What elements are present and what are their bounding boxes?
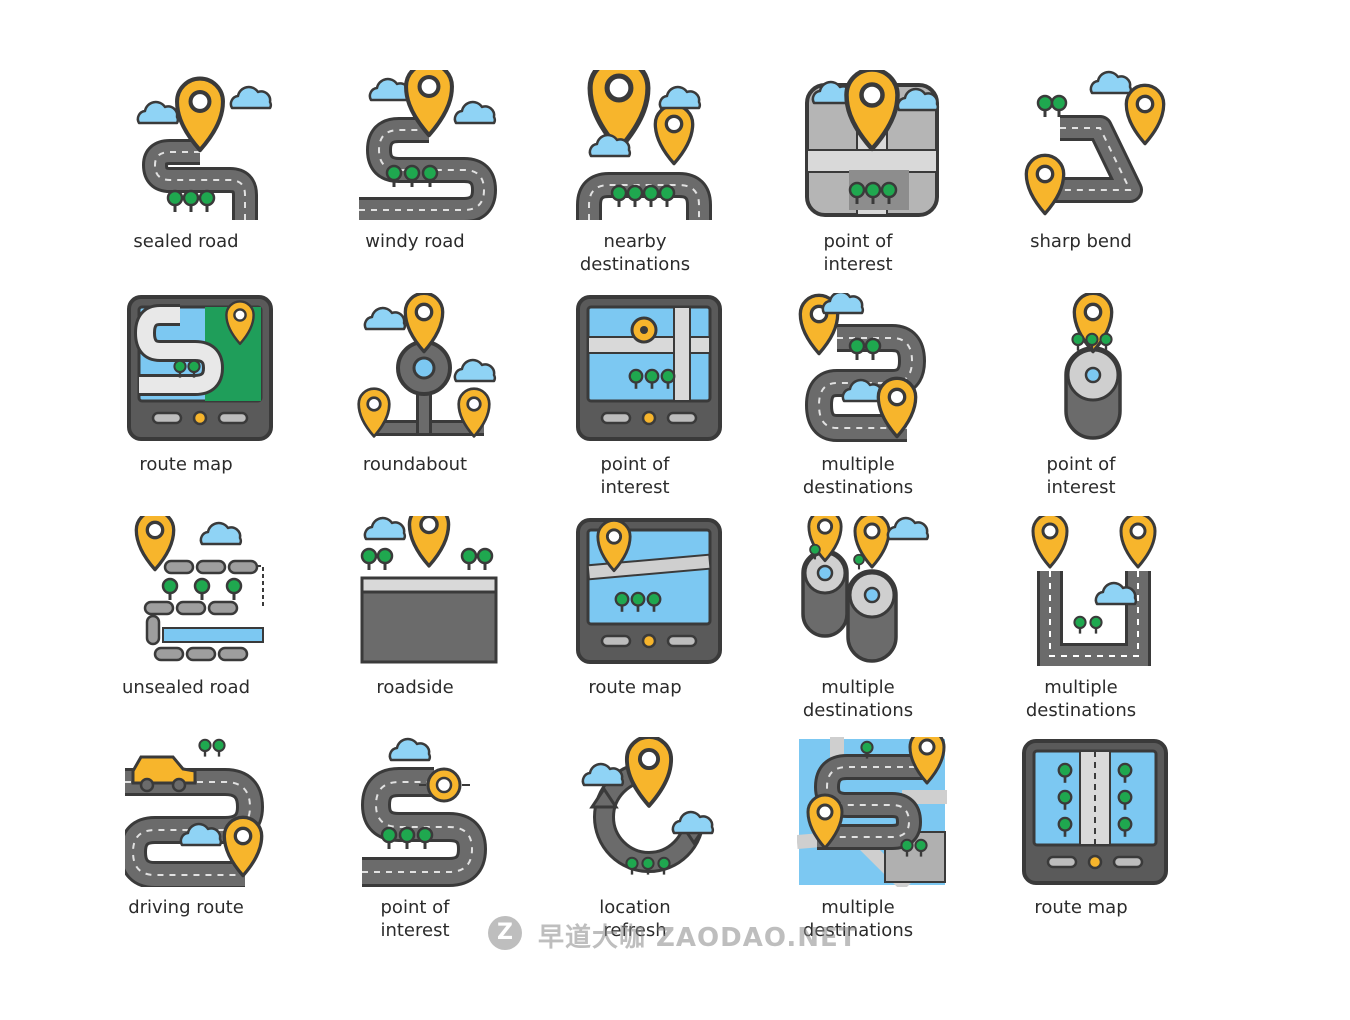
icon-label: location refresh <box>599 897 671 941</box>
icon-label: point of interest <box>600 454 670 498</box>
route-map-device-icon <box>574 516 724 666</box>
icon-tile: point of interest <box>747 67 967 280</box>
icon-tile: point of interest <box>970 291 1190 503</box>
icon-tile: point of interest <box>524 293 744 503</box>
icon-tile: route map <box>524 516 744 726</box>
icon-label: point of interest <box>380 897 450 941</box>
icon-label: driving route <box>128 897 244 918</box>
icon-tile: route map <box>970 737 1190 947</box>
sharp-bend-icon <box>1020 70 1170 220</box>
icon-tile: location refresh <box>524 734 744 947</box>
sealed-road-icon <box>125 70 275 220</box>
multiple-destinations-u-turn-icon <box>1020 512 1170 669</box>
icon-tile: multiple destinations <box>747 290 967 503</box>
watermark-text: 早道大咖 ZAODAO.NET <box>538 923 858 953</box>
point-of-interest-tablet-icon <box>574 293 724 443</box>
icon-label: sharp bend <box>1030 231 1132 252</box>
icon-label: roundabout <box>362 454 468 475</box>
icon-label: windy road <box>365 231 465 252</box>
watermark-logo: Z <box>488 916 522 950</box>
icon-label: multiple destinations <box>802 677 914 721</box>
multiple-destinations-road-icon <box>797 290 947 443</box>
icon-tile: windy road <box>304 61 524 280</box>
icon-label: route map <box>139 454 233 475</box>
icon-tile: roadside <box>304 503 524 726</box>
watermark: Z 早道大咖 ZAODAO.NET <box>488 914 908 954</box>
icon-label: multiple destinations <box>802 454 914 498</box>
icon-tile: multiple destinations <box>747 508 967 726</box>
icon-label: route map <box>588 677 682 698</box>
icon-tile: sealed road <box>75 70 295 280</box>
icon-label: point of interest <box>823 231 893 275</box>
icon-tile: point of interest <box>304 737 524 947</box>
icon-label: multiple destinations <box>1025 677 1137 721</box>
icon-tile: multiple destinations <box>747 728 967 947</box>
route-map-tablet-icon <box>125 293 275 443</box>
icon-label: multiple destinations <box>802 897 914 941</box>
icon-tile: sharp bend <box>970 70 1190 280</box>
driving-route-icon <box>119 737 275 889</box>
nearby-destinations-icon <box>574 56 724 220</box>
windy-road-icon <box>354 61 504 223</box>
icon-label: roadside <box>376 677 454 698</box>
icon-tile: roundabout <box>304 291 524 503</box>
icon-label: point of interest <box>1046 454 1116 498</box>
icon-label: unsealed road <box>122 677 250 698</box>
point-of-interest-road-icon <box>354 737 504 887</box>
unsealed-road-icon <box>125 509 275 666</box>
icon-label: route map <box>1034 897 1128 918</box>
icon-label: nearby destinations <box>579 231 691 275</box>
point-of-interest-map-icon <box>797 67 947 220</box>
multiple-destinations-map-icon <box>796 728 947 892</box>
roadside-icon <box>354 503 504 666</box>
multiple-destinations-pillars-icon <box>797 508 947 666</box>
icon-tile: driving route <box>75 737 295 947</box>
icon-tile: route map <box>75 293 295 503</box>
icon-label: sealed road <box>133 231 239 252</box>
icon-tile: unsealed road <box>75 509 295 726</box>
route-map-highway-icon <box>1020 737 1170 887</box>
icon-tile: multiple destinations <box>970 512 1190 726</box>
location-refresh-icon <box>574 734 724 887</box>
roundabout-icon <box>354 291 504 443</box>
point-of-interest-pillar-icon <box>1020 291 1170 443</box>
icon-tile: nearby destinations <box>524 56 744 280</box>
